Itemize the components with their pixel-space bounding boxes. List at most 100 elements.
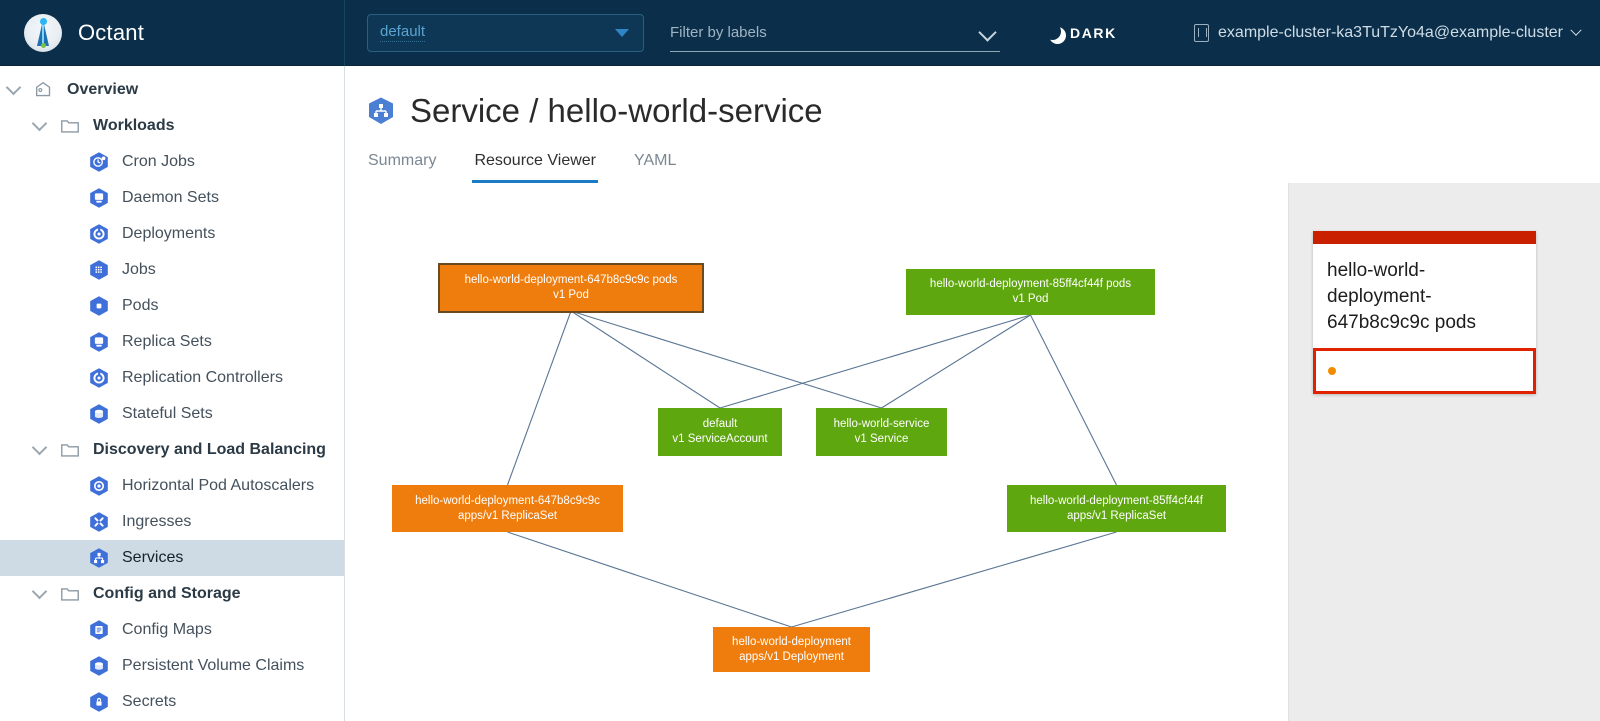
sidebar-item-config-and-storage[interactable]: Config and Storage	[0, 576, 344, 612]
cluster-selector-label: example-cluster-ka3TuTzYo4a@example-clus…	[1218, 23, 1563, 41]
sidebar-item-replica-sets[interactable]: Replica Sets	[0, 324, 344, 360]
graph-node-kind: v1 Service	[854, 433, 909, 445]
cron-job-icon	[90, 152, 108, 172]
graph-edge	[570, 310, 882, 409]
chevron-down-icon[interactable]	[5, 79, 22, 95]
graph-node-name: hello-world-deployment-85ff4cf44f pods	[929, 278, 1132, 290]
graph-edge	[881, 314, 1031, 409]
pod-icon	[90, 296, 108, 316]
label-filter-input[interactable]: Filter by labels	[670, 14, 1000, 52]
sidebar-item-daemon-sets[interactable]: Daemon Sets	[0, 180, 344, 216]
sidebar-item-secrets[interactable]: Secrets	[0, 684, 344, 720]
sidebar-item-discovery-and-load-balancing[interactable]: Discovery and Load Balancing	[0, 432, 344, 468]
pvc-icon	[90, 656, 108, 676]
sidebar-item-persistent-volume-claims[interactable]: Persistent Volume Claims	[0, 648, 344, 684]
graph-edge	[506, 310, 572, 486]
tab-yaml[interactable]: YAML	[634, 152, 677, 169]
sidebar-item-services[interactable]: Services	[0, 540, 344, 576]
sidebar-item-deployments[interactable]: Deployments	[0, 216, 344, 252]
sidebar-item-replication-controllers[interactable]: Replication Controllers	[0, 360, 344, 396]
replication-controller-icon	[90, 368, 108, 388]
service-icon	[90, 548, 108, 568]
sidebar-item-label: Overview	[67, 81, 139, 98]
tab-bar[interactable]: Summary Resource Viewer YAML	[366, 148, 1560, 184]
status-dot-icon	[1328, 367, 1336, 375]
folder-icon	[61, 588, 79, 601]
sidebar-item-label: Deployments	[122, 225, 216, 242]
page-title: Service / hello-world-service	[366, 92, 1600, 130]
chevron-down-icon[interactable]	[31, 115, 48, 131]
folder-icon	[61, 120, 79, 133]
sidebar-item-overview[interactable]: Overview	[0, 72, 344, 108]
label-filter-placeholder: Filter by labels	[670, 23, 767, 41]
sidebar-item-pods[interactable]: Pods	[0, 288, 344, 324]
daemon-set-icon	[90, 188, 108, 208]
sidebar-item-label: Cron Jobs	[122, 153, 195, 170]
sidebar-item-label: Pods	[122, 297, 159, 314]
page-title-text: Service / hello-world-service	[410, 92, 823, 129]
graph-edge	[1030, 314, 1117, 486]
sidebar-item-jobs[interactable]: Jobs	[0, 252, 344, 288]
graph-node-kind: v1 Pod	[1012, 293, 1049, 305]
graph-node-kind: v1 Pod	[553, 289, 589, 301]
graph-node-svc-hello[interactable]: hello-world-service v1 Service	[816, 408, 947, 456]
cluster-selector[interactable]: example-cluster-ka3TuTzYo4a@example-clus…	[1194, 23, 1582, 42]
folder-icon	[61, 444, 79, 457]
detail-card-title: hello-world-deployment-647b8c9c9c pods	[1327, 260, 1476, 333]
sidebar-item-label: Config Maps	[122, 621, 212, 638]
sidebar-item-ingresses[interactable]: Ingresses	[0, 504, 344, 540]
resource-viewer: hello-world-deployment-647b8c9c9c pods v1…	[366, 183, 1600, 721]
sidebar-item-cron-jobs[interactable]: Cron Jobs	[0, 144, 344, 180]
detail-card-accent-bar	[1313, 231, 1536, 244]
graph-edge	[570, 310, 721, 409]
sidebar-item-config-maps[interactable]: Config Maps	[0, 612, 344, 648]
graph-node-sa-default[interactable]: default v1 ServiceAccount	[658, 408, 782, 456]
sidebar-item-label: Jobs	[122, 261, 156, 278]
sidebar-item-label: Daemon Sets	[122, 189, 219, 206]
moon-icon	[1044, 23, 1061, 40]
stateful-set-icon	[90, 404, 108, 424]
tab-resource-viewer[interactable]: Resource Viewer	[472, 148, 598, 183]
sidebar-item-label: Services	[122, 549, 184, 566]
graph-node-name: hello-world-deployment-647b8c9c9c pods	[464, 274, 678, 286]
chevron-down-icon[interactable]	[31, 439, 48, 455]
namespace-select-value: default	[380, 23, 426, 42]
graph-node-kind: apps/v1 ReplicaSet	[457, 509, 558, 522]
sidebar-item-horizontal-pod-autoscalers[interactable]: Horizontal Pod Autoscalers	[0, 468, 344, 504]
graph-node-rs-647[interactable]: hello-world-deployment-647b8c9c9c apps/v1…	[392, 485, 623, 532]
chevron-down-icon[interactable]	[31, 583, 48, 599]
resource-detail-panel: hello-world-deployment-647b8c9c9c pods	[1288, 183, 1600, 721]
graph-node-name: default	[702, 418, 738, 430]
graph-node-name: hello-world-service	[833, 418, 930, 430]
graph-node-pod-647[interactable]: hello-world-deployment-647b8c9c9c pods v1…	[438, 263, 704, 313]
chevron-down-icon	[615, 28, 629, 37]
chevron-down-icon[interactable]	[978, 22, 997, 42]
brand-name: Octant	[78, 19, 145, 45]
sidebar-item-workloads[interactable]: Workloads	[0, 108, 344, 144]
sidebar-item-stateful-sets[interactable]: Stateful Sets	[0, 396, 344, 432]
graph-edge	[791, 531, 1117, 628]
sidebar-item-label: Horizontal Pod Autoscalers	[122, 477, 315, 494]
tab-summary[interactable]: Summary	[368, 152, 437, 169]
ingress-icon	[90, 512, 108, 532]
sidebar-item-label: Replication Controllers	[122, 369, 283, 386]
detail-card[interactable]: hello-world-deployment-647b8c9c9c pods	[1313, 231, 1536, 394]
chevron-down-icon	[1570, 24, 1582, 36]
resource-graph-canvas[interactable]: hello-world-deployment-647b8c9c9c pods v1…	[366, 183, 1288, 721]
sidebar-item-label: Discovery and Load Balancing	[93, 441, 326, 458]
app-header: Octant default Filter by labels DARK exa…	[0, 0, 1600, 66]
theme-toggle[interactable]: DARK	[1044, 24, 1117, 41]
brand[interactable]: Octant	[0, 0, 345, 66]
graph-node-pod-85f[interactable]: hello-world-deployment-85ff4cf44f pods v1…	[906, 269, 1155, 315]
graph-node-kind: v1 ServiceAccount	[672, 433, 768, 445]
sidebar-item-label: Replica Sets	[122, 333, 212, 350]
job-icon	[90, 260, 108, 280]
namespace-select[interactable]: default	[367, 13, 644, 52]
sidebar-item-label: Secrets	[122, 693, 177, 710]
graph-node-name: hello-world-deployment-647b8c9c9c	[415, 494, 600, 507]
graph-node-name: hello-world-deployment	[732, 635, 851, 648]
